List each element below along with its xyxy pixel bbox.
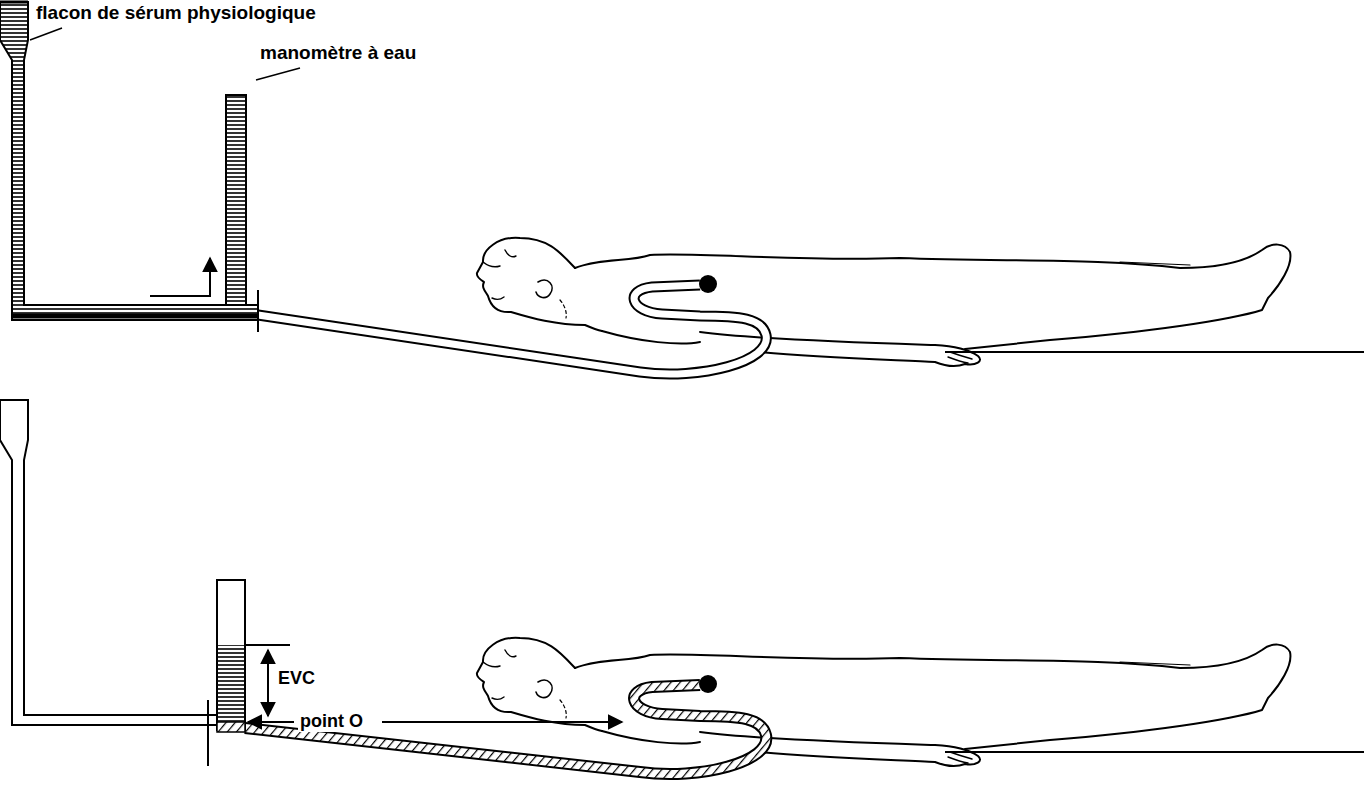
level-mark [245,644,290,646]
height-arrow [267,650,269,716]
bottom-panel [0,400,1364,774]
zero-arrow [248,721,294,723]
valve [207,700,209,766]
water-manometer [226,95,246,305]
measure-label: EVC [276,668,317,689]
flow-arrow [150,258,210,296]
table-line [945,751,1364,753]
patient [477,238,1291,366]
measure-label: point O [298,711,365,732]
saline-bottle [0,400,217,725]
part-label: manomètre à eau [258,42,418,64]
leader-line [256,68,300,80]
water-manometer [217,580,245,730]
catheter [245,685,766,774]
top-panel [0,2,1364,374]
valve [257,290,259,332]
patient [477,638,1291,766]
leader-line [30,28,62,40]
table-line [945,351,1364,353]
saline-bottle [0,2,258,320]
zero-arrow [382,721,622,723]
part-label: flacon de sérum physiologique [34,2,318,24]
heart-point [699,275,717,293]
catheter [258,285,766,374]
heart-point [699,675,717,693]
